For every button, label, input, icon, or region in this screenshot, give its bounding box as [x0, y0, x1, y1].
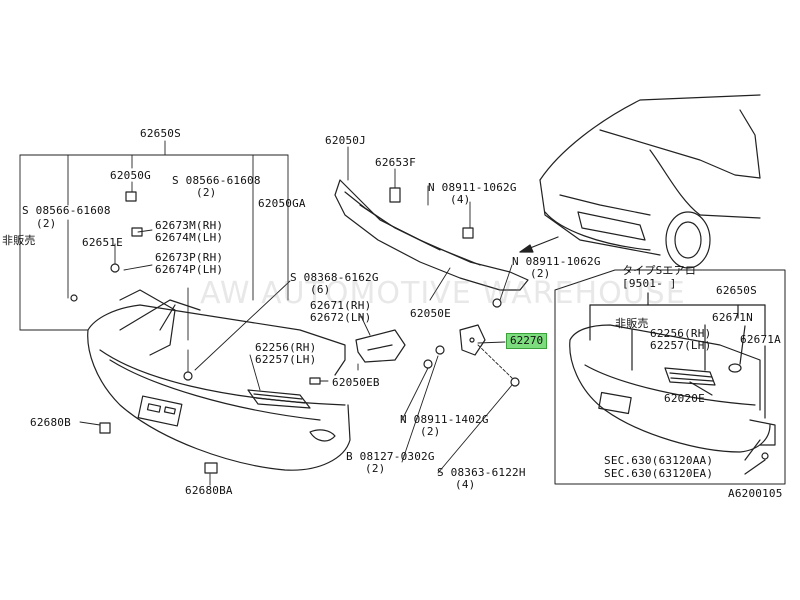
- label-s08566-61608-top: S 08566-61608: [172, 174, 261, 187]
- watermark: AW AUTOMOTIVE WAREHOUSE: [200, 276, 686, 311]
- label-n08911-1402g: N 08911-1402G: [400, 413, 489, 426]
- label-62671n: 62671N: [712, 311, 753, 324]
- label-n08911-1062g-mid: N 08911-1062G: [512, 255, 601, 268]
- pointer-arrow: [519, 236, 559, 253]
- label-62673m: 62673M(RH): [155, 219, 224, 232]
- label-62651e: 62651E: [82, 236, 123, 249]
- label-inset-date: [9501- ]: [622, 277, 677, 290]
- bracket-62671: [355, 329, 406, 363]
- label-qty-2-c: (2): [530, 267, 551, 280]
- label-62672: 62672(LH): [310, 311, 372, 324]
- label-sec630-aa: SEC.630(63120AA): [604, 454, 714, 467]
- label-qty-2-b: (2): [36, 217, 57, 230]
- label-62650s: 62650S: [140, 127, 181, 140]
- label-62674m: 62674M(LH): [155, 231, 224, 244]
- label-s08368-6162g: S 08368-6162G: [290, 271, 379, 284]
- leader-lines: [19, 140, 513, 486]
- grille-mesh-main: [247, 389, 311, 409]
- label-62270-highlighted[interactable]: 62270: [506, 333, 548, 349]
- fasteners: [70, 191, 520, 474]
- label-62050eb: 62050EB: [332, 376, 380, 389]
- label-62680ba: 62680BA: [185, 484, 233, 497]
- label-62680b: 62680B: [30, 416, 71, 429]
- label-62671: 62671(RH): [310, 299, 372, 312]
- front-bumper-outline: [87, 289, 351, 471]
- vehicle-outline: [539, 94, 761, 269]
- label-62674p: 62674P(LH): [155, 263, 224, 276]
- label-62257-inset: 62257(LH): [650, 339, 712, 352]
- label-62020e: 62020E: [664, 392, 705, 405]
- label-qty-2-e: (2): [365, 462, 386, 475]
- reinforcement-bar: [334, 179, 529, 291]
- label-s08566-61608-left: S 08566-61608: [22, 204, 111, 217]
- label-62050ga: 62050GA: [258, 197, 306, 210]
- label-62256-main: 62256(RH): [255, 341, 317, 354]
- label-62050g: 62050G: [110, 169, 151, 182]
- label-sec630-ea: SEC.630(63120EA): [604, 467, 714, 480]
- label-62256-inset: 62256(RH): [650, 327, 712, 340]
- label-s08363-6122h: S 08363-6122H: [437, 466, 526, 479]
- label-not-sold-inset: 非販売: [615, 317, 649, 330]
- label-62650s-inset: 62650S: [716, 284, 757, 297]
- label-62050j: 62050J: [325, 134, 366, 147]
- label-62673p: 62673P(RH): [155, 251, 224, 264]
- label-n08911-1062g-top: N 08911-1062G: [428, 181, 517, 194]
- diagram-id: A6200105: [728, 487, 783, 500]
- label-62653f: 62653F: [375, 156, 416, 169]
- label-not-sold-left: 非販売: [2, 234, 36, 247]
- label-qty-2-a: (2): [196, 186, 217, 199]
- label-inset-type: タイプSエアロ: [622, 264, 697, 277]
- bracket-62270: [459, 324, 486, 356]
- label-b08127-0302g: B 08127-0302G: [346, 450, 435, 463]
- label-qty-4-a: (4): [450, 193, 471, 206]
- label-62050e: 62050E: [410, 307, 451, 320]
- inset-box: [554, 269, 786, 485]
- label-qty-6: (6): [310, 283, 331, 296]
- label-62257-main: 62257(LH): [255, 353, 317, 366]
- label-qty-2-d: (2): [420, 425, 441, 438]
- label-qty-4-b: (4): [455, 478, 476, 491]
- label-62671a: 62671A: [740, 333, 781, 346]
